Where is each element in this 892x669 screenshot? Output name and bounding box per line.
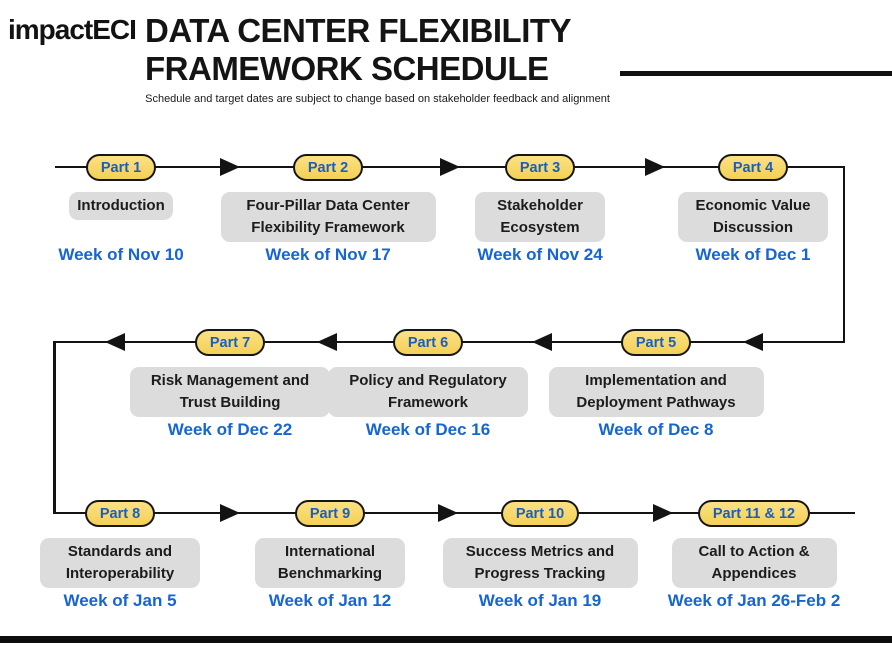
part-pill: Part 7 (194, 329, 266, 356)
part-pill: Part 11 & 12 (697, 500, 811, 527)
page-title-line2: FRAMEWORK SCHEDULE (145, 50, 549, 87)
part-pill: Part 9 (294, 500, 366, 527)
station-week: Week of Dec 1 (695, 245, 811, 264)
station-title: Implementation and Deployment Pathways (548, 367, 764, 417)
timeline-station-part-6: Part 6 Policy and Regulatory Framework W… (313, 329, 543, 440)
timeline-station-part-8: Part 8 Standards and Interoperability We… (5, 500, 235, 611)
station-title: Standards and Interoperability (40, 538, 200, 588)
arrowhead-right-icon (220, 158, 240, 176)
station-week: Week of Dec 16 (365, 420, 491, 439)
station-week: Week of Jan 19 (478, 591, 602, 610)
part-pill: Part 5 (620, 329, 692, 356)
part-pill: Part 2 (292, 154, 364, 181)
schedule-disclaimer: Schedule and target dates are subject to… (145, 93, 610, 105)
timeline-station-part-2: Part 2 Four-Pillar Data Center Flexibili… (213, 154, 443, 265)
station-week: Week of Jan 12 (268, 591, 392, 610)
station-title: Policy and Regulatory Framework (328, 367, 528, 417)
station-week: Week of Nov 10 (58, 245, 184, 264)
station-title: International Benchmarking (255, 538, 405, 588)
station-title: Stakeholder Ecosystem (475, 192, 605, 242)
part-pill: Part 10 (500, 500, 580, 527)
station-title: Four-Pillar Data Center Flexibility Fram… (220, 192, 436, 242)
timeline-station-part-11-12: Part 11 & 12 Call to Action & Appendices… (639, 500, 869, 611)
timeline-station-part-1: Part 1 Introduction Week of Nov 10 (6, 154, 236, 265)
arrowhead-left-icon (105, 333, 125, 351)
timeline-station-part-4: Part 4 Economic Value Discussion Week of… (638, 154, 868, 265)
part-pill: Part 3 (504, 154, 576, 181)
part-pill: Part 1 (85, 154, 157, 181)
station-week: Week of Dec 22 (167, 420, 293, 439)
timeline-left-connector (53, 340, 56, 513)
station-week: Week of Nov 24 (477, 245, 603, 264)
arrowhead-left-icon (743, 333, 763, 351)
footer-bar (0, 636, 892, 643)
arrowhead-right-icon (440, 158, 460, 176)
page-title-line1: DATA CENTER FLEXIBILITY (145, 12, 572, 49)
title-rule-line (620, 71, 892, 76)
arrowhead-left-icon (317, 333, 337, 351)
page-title: DATA CENTER FLEXIBILITY FRAMEWORK SCHEDU… (145, 12, 615, 88)
arrowhead-left-icon (532, 333, 552, 351)
station-week: Week of Jan 5 (63, 591, 177, 610)
station-title: Economic Value Discussion (678, 192, 828, 242)
part-pill: Part 4 (717, 154, 789, 181)
station-title: Risk Management and Trust Building (130, 367, 330, 417)
station-title: Introduction (69, 192, 173, 220)
timeline-right-connector (842, 165, 845, 343)
station-week: Week of Nov 17 (265, 245, 391, 264)
brand-logo: impactECI (8, 14, 137, 45)
timeline-station-part-7: Part 7 Risk Management and Trust Buildin… (115, 329, 345, 440)
timeline-station-part-9: Part 9 International Benchmarking Week o… (215, 500, 445, 611)
arrowhead-right-icon (653, 504, 673, 522)
part-pill: Part 6 (392, 329, 464, 356)
timeline-station-part-5: Part 5 Implementation and Deployment Pat… (541, 329, 771, 440)
part-pill: Part 8 (84, 500, 156, 527)
station-week: Week of Dec 8 (598, 420, 714, 439)
station-week: Week of Jan 26-Feb 2 (667, 591, 841, 610)
station-title: Success Metrics and Progress Tracking (442, 538, 638, 588)
timeline-station-part-10: Part 10 Success Metrics and Progress Tra… (425, 500, 655, 611)
arrowhead-right-icon (438, 504, 458, 522)
timeline-station-part-3: Part 3 Stakeholder Ecosystem Week of Nov… (425, 154, 655, 265)
arrowhead-right-icon (645, 158, 665, 176)
arrowhead-right-icon (220, 504, 240, 522)
station-title: Call to Action & Appendices (671, 538, 837, 588)
